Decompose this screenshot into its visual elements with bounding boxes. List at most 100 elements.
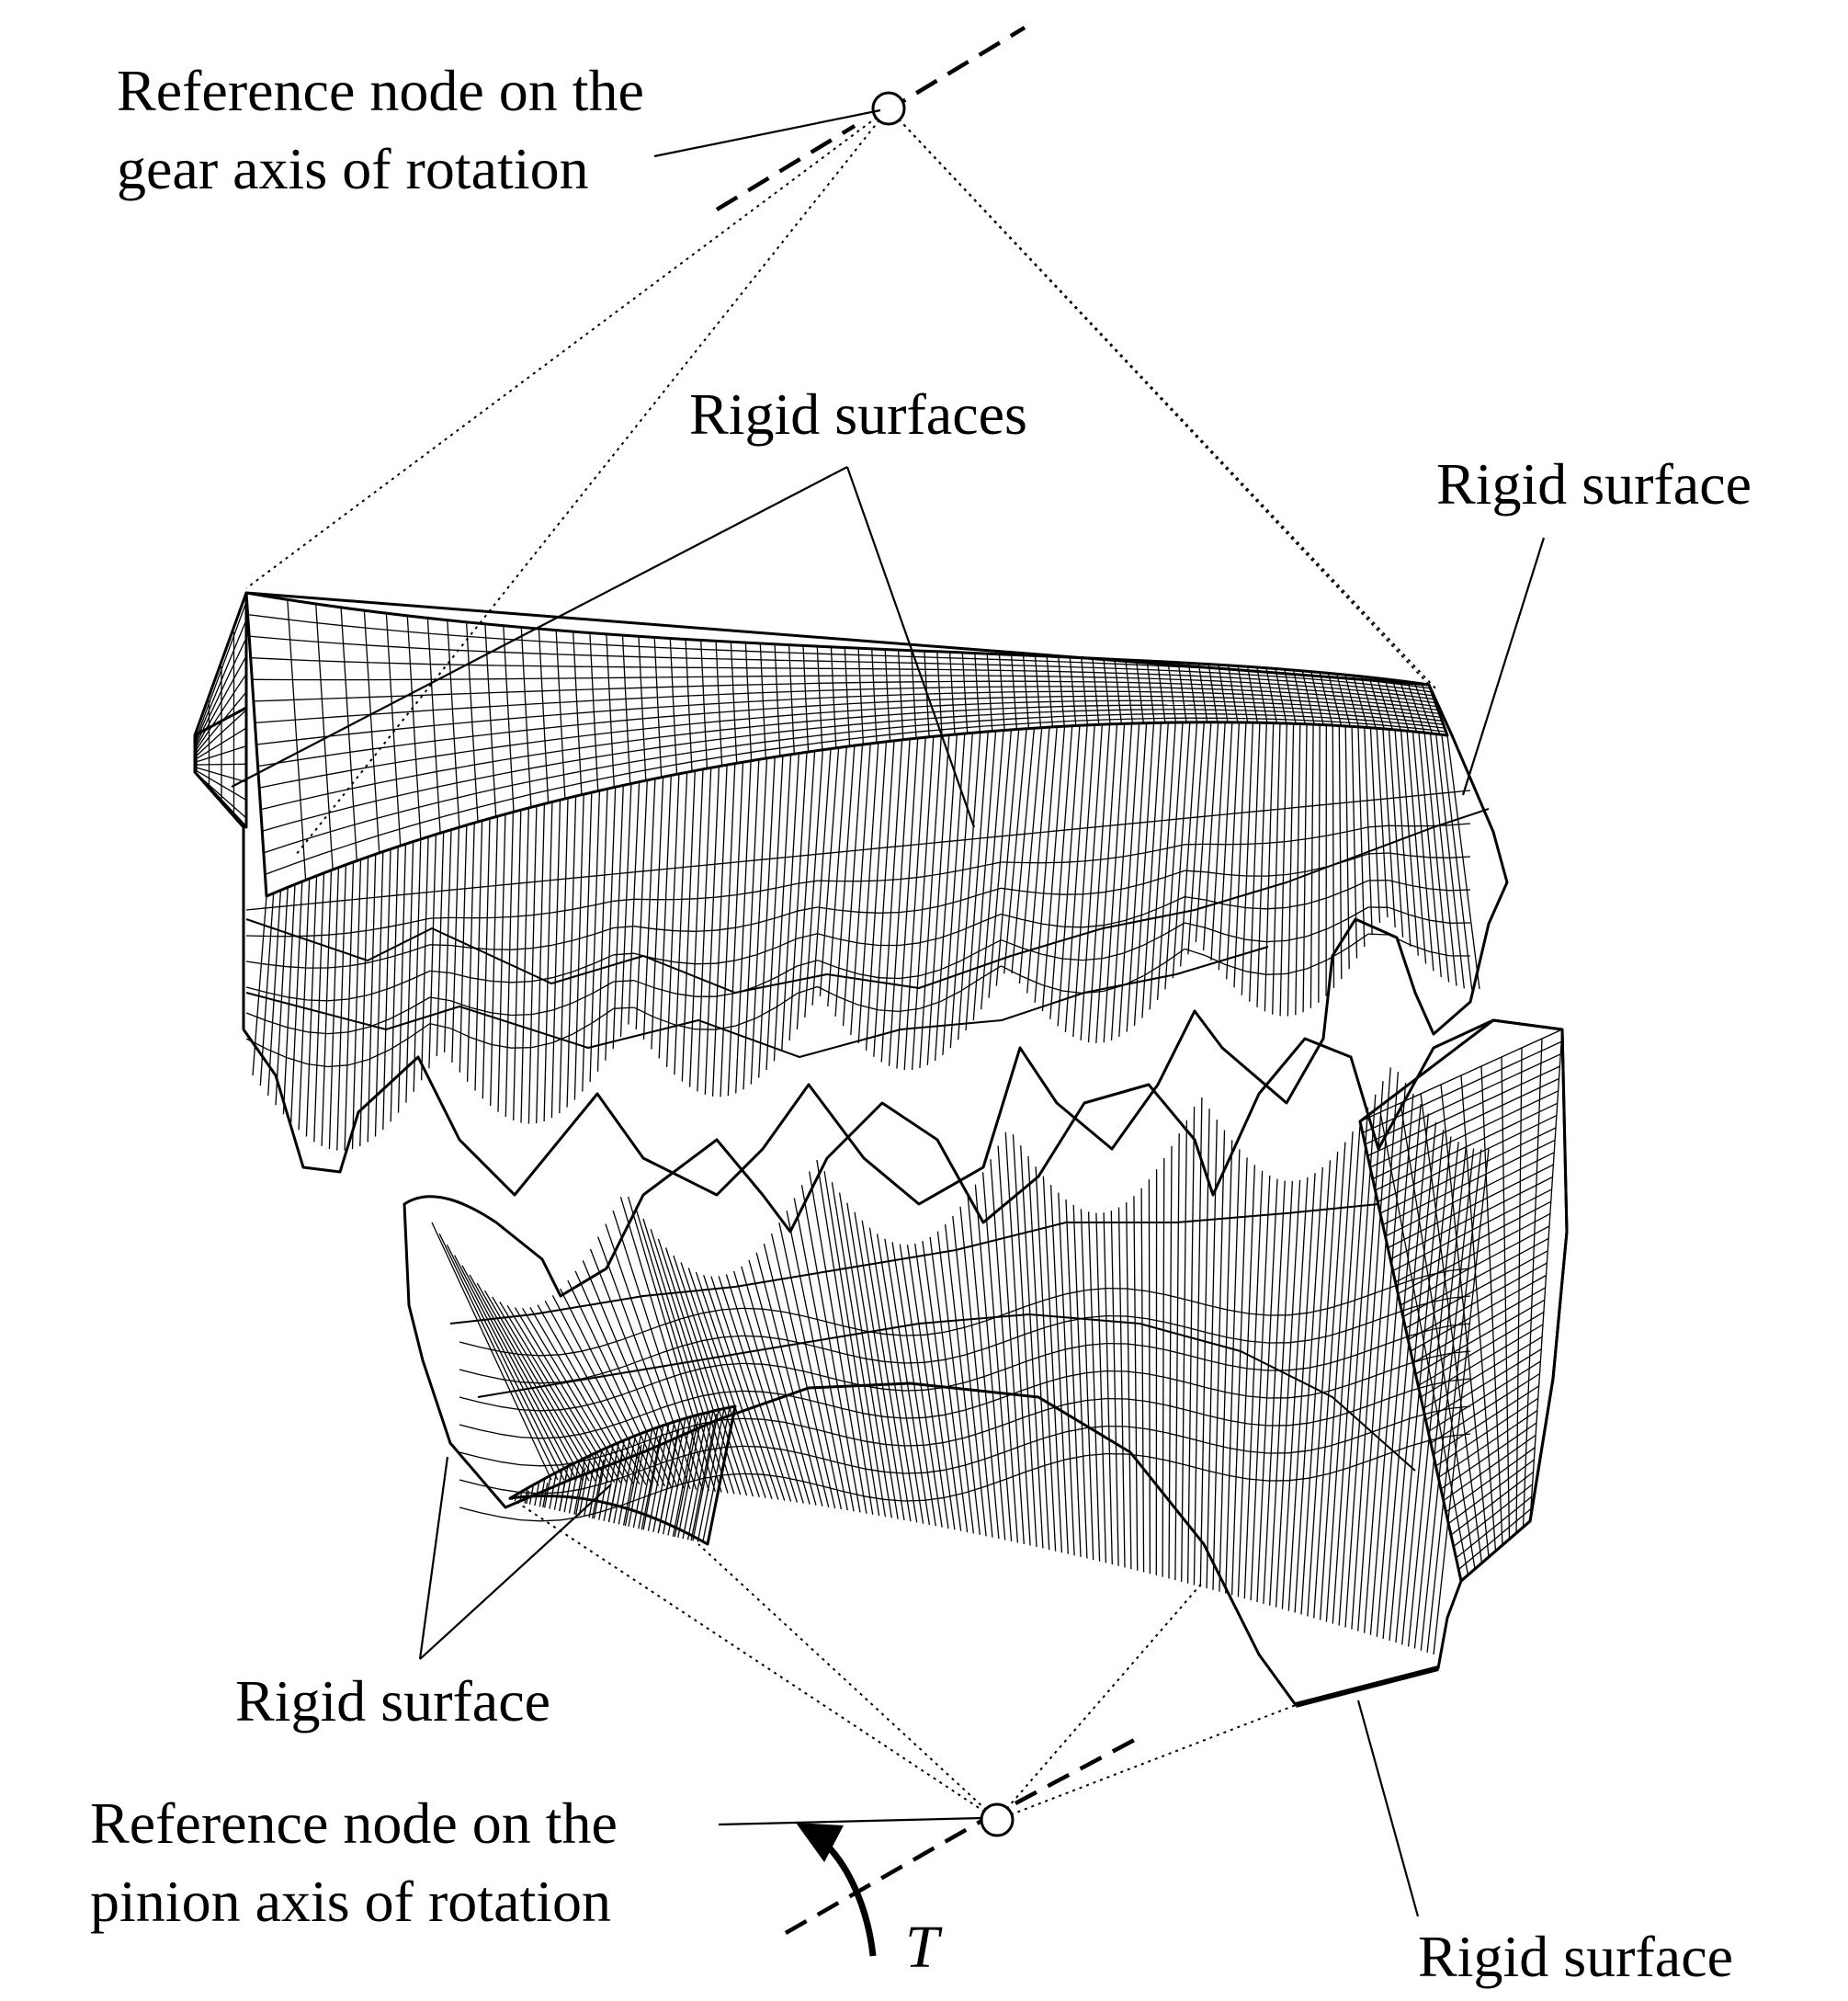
mesh-line <box>287 903 308 907</box>
mesh-line <box>377 759 409 767</box>
mesh-line <box>620 1497 642 1506</box>
mesh-line <box>754 651 787 654</box>
mesh-line <box>755 947 777 956</box>
mesh-line <box>944 1464 966 1471</box>
mesh-line <box>1186 1464 1208 1472</box>
mesh-line <box>1064 724 1088 1032</box>
mesh-line <box>781 753 799 1052</box>
mesh-line <box>598 772 631 780</box>
mesh-line <box>1376 723 1400 728</box>
pinion-axis-line-upper <box>1014 1735 1141 1805</box>
mesh-line <box>948 725 981 730</box>
mesh-line <box>1389 1390 1411 1399</box>
mesh-line <box>946 686 978 688</box>
mesh-line <box>692 720 725 725</box>
mesh-line <box>1240 689 1268 692</box>
mesh-line <box>724 709 757 713</box>
mesh-line <box>1382 728 1396 928</box>
mesh-line <box>1412 695 1434 700</box>
mesh-line <box>1085 1425 1107 1429</box>
mesh-line <box>539 1381 561 1384</box>
mesh-line <box>245 1038 267 1050</box>
mesh-line <box>980 913 1002 924</box>
mesh-line <box>513 810 522 1121</box>
mesh-line <box>346 747 378 754</box>
mesh-line <box>327 998 349 1002</box>
mesh-line <box>1347 826 1369 833</box>
mesh-line <box>964 1430 986 1438</box>
mesh-line <box>514 1307 621 1484</box>
mesh-line <box>1247 1450 1269 1454</box>
mesh-line <box>1328 1329 1350 1337</box>
mesh-line <box>885 718 917 722</box>
mesh-line <box>701 1336 723 1342</box>
mesh-line <box>441 793 473 802</box>
mesh-line <box>693 737 726 744</box>
mesh-line <box>788 752 808 1041</box>
mesh-line <box>263 842 293 854</box>
mesh-line <box>1205 954 1226 966</box>
mesh-line <box>291 834 322 845</box>
mesh-line <box>338 624 369 630</box>
mesh-line <box>633 870 655 873</box>
mesh-line <box>1225 812 1246 815</box>
mesh-line <box>1287 1477 1309 1482</box>
mesh-line <box>863 1385 885 1390</box>
mesh-line <box>1328 1357 1350 1365</box>
mesh-line <box>1126 672 1156 676</box>
mesh-line <box>981 730 1004 1010</box>
mesh-line <box>1351 722 1377 725</box>
mesh-line <box>681 1450 703 1458</box>
mesh-line <box>1298 715 1325 719</box>
mesh-line <box>593 900 614 906</box>
mesh-line <box>1021 890 1042 894</box>
mesh-line <box>267 890 282 1096</box>
mesh-line <box>1133 1196 1139 1571</box>
mesh-line <box>762 1308 784 1313</box>
mesh-line <box>1325 1120 1362 1622</box>
mesh-line <box>1364 727 1373 936</box>
mesh-line <box>980 965 1002 979</box>
mesh-line <box>1202 722 1219 951</box>
mesh-line <box>915 692 947 696</box>
mesh-line <box>550 800 561 1119</box>
mesh-line <box>567 779 599 787</box>
mesh-line <box>762 1418 784 1423</box>
mesh-line <box>449 887 471 891</box>
mesh-line <box>675 898 696 901</box>
mesh-line <box>537 1304 641 1485</box>
mesh-line <box>413 838 422 1092</box>
mesh-line <box>245 961 267 965</box>
mesh-line <box>852 708 885 711</box>
mesh-line <box>1265 683 1293 687</box>
mesh-line <box>1290 676 1316 680</box>
mesh-line <box>819 747 840 997</box>
mesh-line <box>1388 934 1410 945</box>
mesh-line <box>497 813 506 1112</box>
mesh-line <box>429 916 451 919</box>
mesh-line <box>661 1427 683 1437</box>
mesh-line <box>630 766 663 774</box>
mesh-line <box>409 770 440 778</box>
mesh-line <box>400 630 433 635</box>
mesh-line <box>247 613 278 620</box>
mesh-line <box>461 1265 577 1481</box>
mesh-line <box>1010 711 1041 715</box>
mesh-line <box>1429 1325 1451 1331</box>
mesh-line <box>613 1438 631 1524</box>
mesh-line <box>1146 1290 1168 1296</box>
mesh-line <box>1386 682 1410 687</box>
mesh-line <box>504 779 536 788</box>
mesh-line <box>1320 698 1345 701</box>
mesh-line <box>580 1484 602 1490</box>
mesh-line <box>681 1423 703 1430</box>
mesh-line <box>1143 847 1165 854</box>
mesh-line <box>389 893 410 897</box>
mesh-line <box>560 1433 582 1438</box>
mesh-line <box>984 1423 1006 1432</box>
mesh-line <box>431 1222 552 1481</box>
mesh-line <box>903 1444 925 1447</box>
mesh-line <box>693 729 726 734</box>
mesh-line <box>1287 1394 1309 1399</box>
mesh-line <box>539 1409 561 1412</box>
